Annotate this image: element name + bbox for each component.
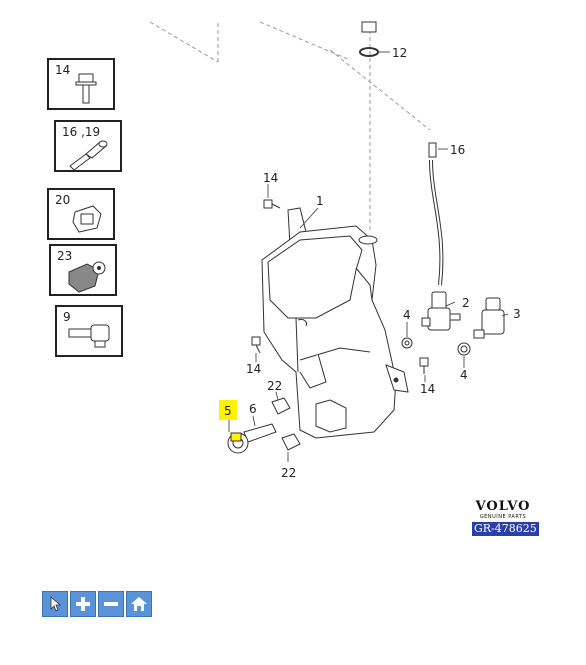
- callout-highlight: [219, 400, 237, 420]
- home-button[interactable]: [126, 591, 152, 617]
- reference-part-16-19[interactable]: 16 ,19: [54, 120, 122, 172]
- callout-12[interactable]: 12: [392, 46, 407, 60]
- reference-part-9[interactable]: 9: [55, 305, 123, 357]
- reference-part-14[interactable]: 14: [47, 58, 115, 110]
- hose-connector-icon: [69, 140, 108, 171]
- pump-grommets: [401, 337, 471, 356]
- leader-lines: [228, 51, 509, 462]
- callout-6[interactable]: 6: [249, 402, 257, 416]
- callout-2[interactable]: 2: [462, 296, 470, 310]
- dashed-guide-lines: [149, 21, 431, 230]
- washer-pump-front: [421, 291, 461, 331]
- callout-4-left[interactable]: 4: [403, 308, 411, 322]
- reference-part-label: 14: [55, 63, 71, 77]
- callout-1[interactable]: 1: [316, 194, 324, 208]
- callout-5[interactable]: 5: [224, 404, 232, 418]
- reference-part-label: 23: [57, 249, 73, 263]
- callout-14-top[interactable]: 14: [263, 171, 278, 185]
- level-sensor-assembly: [227, 423, 277, 454]
- reference-part-label: 9: [63, 310, 71, 324]
- cursor-icon: [50, 596, 62, 612]
- callout-4-right[interactable]: 4: [460, 368, 468, 382]
- washer-reservoir: [261, 207, 409, 439]
- plug-connector-icon: [68, 261, 106, 293]
- viewer-toolbar: [42, 591, 152, 617]
- volvo-logo: VOLVO GENUINE PARTS: [468, 500, 538, 521]
- mounting-screws: [251, 199, 429, 374]
- bolt-icon: [75, 73, 97, 104]
- zoom-out-button[interactable]: [98, 591, 124, 617]
- home-icon: [131, 597, 147, 611]
- callout-3[interactable]: 3: [513, 307, 521, 321]
- brand-tagline: GENUINE PARTS: [479, 514, 527, 520]
- washer-pump-rear: [473, 297, 505, 339]
- brand-name: VOLVO: [475, 499, 531, 514]
- reference-part-20[interactable]: 20: [47, 188, 115, 240]
- zoom-out-icon: [104, 602, 118, 606]
- reference-part-23[interactable]: 23: [49, 244, 117, 296]
- callout-22-top[interactable]: 22: [267, 379, 282, 393]
- reference-part-label: 20: [55, 193, 71, 207]
- nozzle-icon: [68, 324, 110, 348]
- exploded-parts-diagram: 12 16 1 14 2 3 4 4 14 14 22 22 6 5: [149, 21, 521, 480]
- callout-14-left[interactable]: 14: [246, 362, 261, 376]
- filler-cap: [359, 21, 379, 57]
- callout-16[interactable]: 16: [450, 143, 465, 157]
- callout-14-right[interactable]: 14: [420, 382, 435, 396]
- callout-22-bottom[interactable]: 22: [281, 466, 296, 480]
- zoom-in-button[interactable]: [70, 591, 96, 617]
- hose-clips: [271, 397, 301, 451]
- clip-icon: [72, 205, 102, 233]
- diagram-reference-code: GR-478625: [472, 522, 539, 536]
- reference-part-label: 16 ,19: [62, 125, 101, 139]
- select-tool-button[interactable]: [42, 591, 68, 617]
- level-sensor-tube: [428, 142, 444, 286]
- zoom-in-icon: [76, 597, 90, 611]
